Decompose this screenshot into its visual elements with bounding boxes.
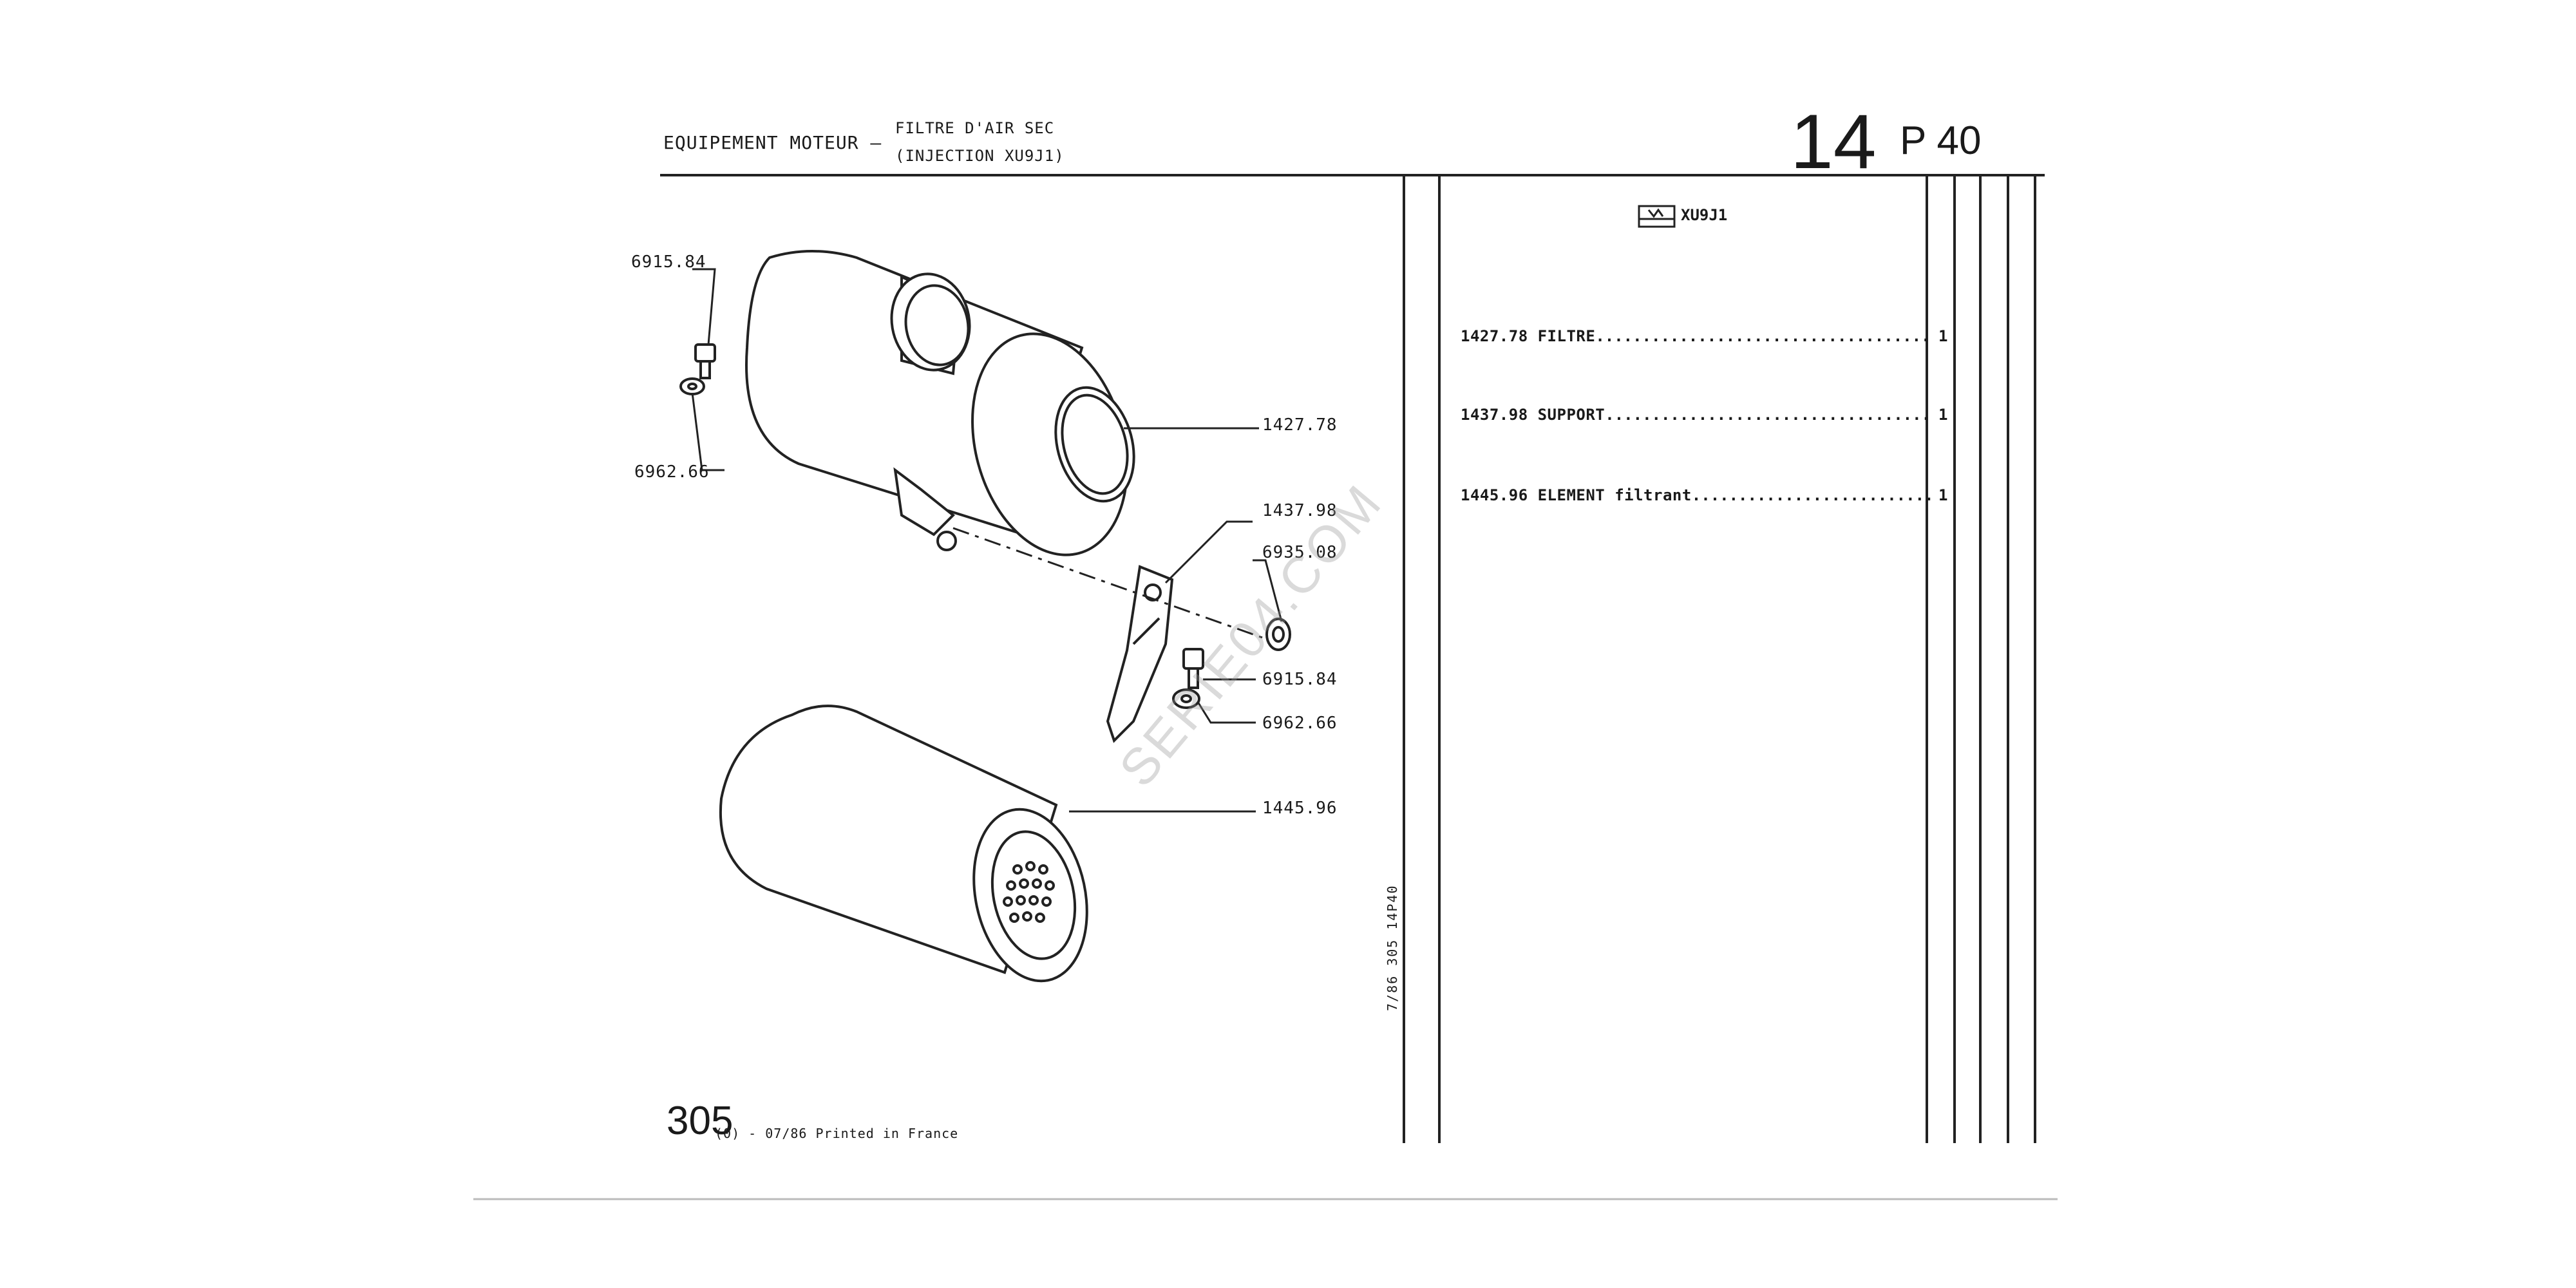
part-qty: 1	[1938, 486, 1948, 504]
callout-6962-66-left: 6962.66	[634, 462, 710, 482]
nut	[1265, 618, 1291, 651]
callout-1445-96: 1445.96	[1262, 799, 1338, 818]
engine-model-label: XU9J1	[1681, 206, 1728, 224]
callout-6915-84-right: 6915.84	[1262, 670, 1338, 689]
part-name: FILTRE	[1537, 327, 1596, 345]
subtitle-line-2: (INJECTION XU9J1)	[895, 147, 1065, 165]
table-row: 1445.96 ELEMENT filtrant................…	[1461, 486, 1933, 504]
leader-dots: ....................................	[1595, 327, 1931, 345]
part-ref: 1437.98	[1461, 406, 1528, 424]
part-qty: 1	[1938, 327, 1948, 345]
callout-1437-98: 1437.98	[1262, 501, 1338, 520]
group-number: 14	[1790, 99, 1877, 185]
subtitle-line-1: FILTRE D'AIR SEC	[895, 119, 1055, 137]
leader-dots: ..........................	[1691, 486, 1934, 504]
leader-dots: ...................................	[1605, 406, 1931, 424]
section-title: EQUIPEMENT MOTEUR –	[663, 132, 882, 153]
print-imprint: (0) - 07/86 Printed in France	[715, 1126, 959, 1141]
part-name: ELEMENT filtrant	[1537, 486, 1692, 504]
vertical-doc-code: 7/86 305 14P40	[1385, 884, 1400, 1011]
filter-housing	[745, 250, 1135, 556]
page-reference: P 40	[1900, 118, 1982, 163]
part-ref: 1427.78	[1461, 327, 1528, 345]
page-number: 305	[667, 1099, 734, 1143]
part-name: SUPPORT	[1537, 406, 1605, 424]
support-bracket	[1106, 565, 1174, 743]
callout-1427-78: 1427.78	[1262, 415, 1338, 435]
part-qty: 1	[1938, 406, 1948, 424]
engine-type-icon	[1638, 205, 1676, 228]
table-row: 1427.78 FILTRE..........................…	[1461, 327, 1930, 345]
table-row: 1437.98 SUPPORT.........................…	[1461, 406, 1931, 424]
callout-6915-84-left: 6915.84	[631, 252, 706, 272]
part-ref: 1445.96	[1461, 486, 1528, 504]
callout-6962-66-right: 6962.66	[1262, 714, 1338, 733]
filter-element	[719, 705, 1088, 983]
callout-6935-08: 6935.08	[1262, 543, 1338, 562]
